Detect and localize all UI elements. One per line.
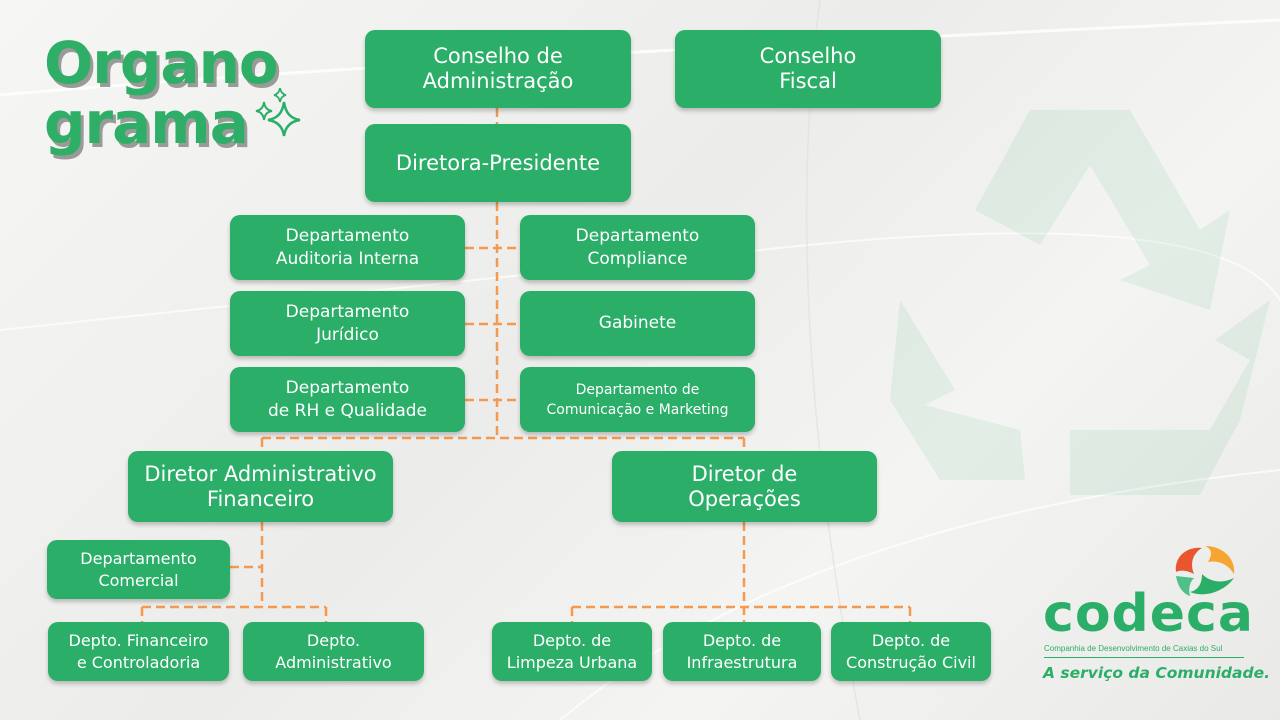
- juridico-box: Departamento Jurídico: [230, 291, 465, 356]
- logo-name: codeca: [1043, 584, 1254, 644]
- logo-subtitle: Companhia de Desenvolvimento de Caxias d…: [1044, 644, 1223, 653]
- conselho-administracao-box: Conselho de Administração: [365, 30, 631, 108]
- rh-qualidade-box: Departamento de RH e Qualidade: [230, 367, 465, 432]
- compliance-box: Departamento Compliance: [520, 215, 755, 280]
- financeiro-controladoria-box: Depto. Financeiro e Controladoria: [48, 622, 229, 681]
- construcao-civil-box: Depto. de Construção Civil: [831, 622, 991, 681]
- recycle-watermark-icon: [890, 110, 1270, 495]
- page-title-line2: grama: [44, 89, 249, 157]
- limpeza-urbana-box: Depto. de Limpeza Urbana: [492, 622, 652, 681]
- comunicacao-marketing-box: Departamento de Comunicação e Marketing: [520, 367, 755, 432]
- auditoria-interna-box: Departamento Auditoria Interna: [230, 215, 465, 280]
- gabinete-box: Gabinete: [520, 291, 755, 356]
- codeca-logo: codeca Companhia de Desenvolvimento de C…: [1040, 540, 1270, 690]
- page-title-line1: Organo: [44, 29, 279, 97]
- codeca-logo-icon: [1175, 546, 1235, 596]
- administrativo-box: Depto. Administrativo: [243, 622, 424, 681]
- logo-slogan: A serviço da Comunidade.: [1043, 664, 1270, 682]
- infraestrutura-box: Depto. de Infraestrutura: [663, 622, 821, 681]
- diretora-presidente-box: Diretora-Presidente: [365, 124, 631, 202]
- logo-divider: [1044, 657, 1244, 658]
- diretor-operacoes-box: Diretor de Operações: [612, 451, 877, 522]
- conselho-fiscal-box: Conselho Fiscal: [675, 30, 941, 108]
- diretor-adm-financeiro-box: Diretor Administrativo Financeiro: [128, 451, 393, 522]
- comercial-box: Departamento Comercial: [47, 540, 230, 599]
- sparkle-icon: [255, 88, 301, 137]
